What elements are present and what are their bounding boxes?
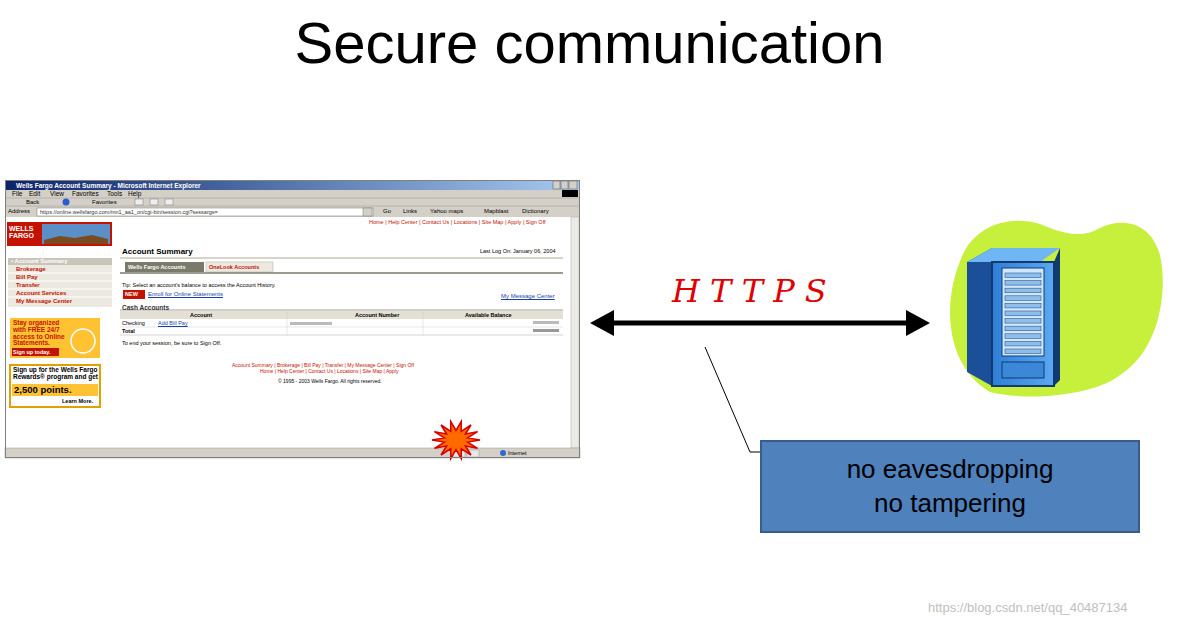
drive-bay [1005, 311, 1041, 316]
ad-button: Sign up today. [13, 349, 50, 355]
table-cell: Total [122, 328, 135, 334]
nav-item: My Message Center [16, 298, 72, 305]
menu-item: File [12, 190, 22, 197]
note: To end your session, be sure to Sign Off… [122, 340, 221, 346]
starburst [432, 421, 480, 458]
drive-bay [1005, 296, 1041, 301]
status-zone: Internet [508, 450, 527, 456]
ad-points: 2,500 points. [14, 385, 72, 396]
drive-bay [1005, 303, 1041, 308]
leader-line [705, 347, 760, 452]
table-cell: Checking [122, 320, 145, 326]
server-icon [950, 221, 1163, 397]
drive-bay [1005, 326, 1041, 331]
tip-text: Tip: Select an account's balance to acce… [122, 282, 276, 288]
nav-item: Bill Pay [16, 274, 38, 281]
callout-text: no eavesdropping no tampering [838, 453, 1063, 521]
link: My Message Center [501, 293, 555, 300]
nav-item: Brokerage [16, 266, 46, 273]
drive-bay [1005, 341, 1041, 346]
footer-links: Account Summary | Brokerage | Bill Pay |… [232, 363, 414, 369]
menu-item: View [50, 190, 64, 197]
drive-bay [1005, 349, 1041, 354]
nav-item: Account Services [16, 290, 66, 297]
copyright: © 1995 - 2003 Wells Fargo. All rights re… [278, 379, 382, 385]
menu-item: Favorites [72, 190, 99, 197]
drive-bay [1005, 273, 1041, 278]
toolbar-button: Favorites [92, 199, 117, 206]
drive-bay [1005, 334, 1041, 339]
new-badge: NEW [125, 291, 138, 297]
menu-item: Help [128, 190, 141, 197]
drive-bay [1005, 319, 1041, 324]
double-arrow [590, 310, 930, 336]
table-header: Available Balance [465, 312, 512, 318]
link: Enroll for Online Statements [148, 291, 223, 298]
link-button: Yahoo maps [430, 208, 463, 215]
page-heading: Account Summary [122, 247, 193, 256]
address-label: Address [8, 208, 30, 215]
tab: Wells Fargo Accounts [128, 264, 185, 270]
nav-item: • Account Summary [11, 258, 68, 265]
url: https://online.wellsfargo.com/mn1_aa1_on… [40, 209, 218, 215]
section-heading: Cash Accounts [122, 304, 169, 311]
logo-text: WELLS FARGO [9, 225, 39, 239]
ad-text: Sign up for the Wells Fargo Rewards® pro… [13, 367, 98, 381]
footer-links: Home | Help Center | Contact Us | Locati… [260, 369, 399, 375]
menu-item: Edit [29, 190, 40, 197]
toolbar-button: Back [26, 199, 39, 206]
table-link: Add Bill Pay [158, 320, 188, 326]
tab: OneLook Accounts [209, 264, 259, 270]
table-header: Account [190, 312, 212, 318]
window-title: Wells Fargo Account Summary - Microsoft … [6, 181, 579, 190]
slide-title: Secure communication [0, 8, 1179, 78]
go-button: Go [383, 208, 391, 215]
nav-item: Transfer [16, 282, 40, 289]
menu-item: Tools [107, 190, 122, 197]
links-label: Links [403, 208, 417, 215]
ad-text: Stay organized with FREE 24/7 access to … [13, 320, 71, 347]
last-logon: Last Log On: January 06, 2004 [480, 248, 556, 254]
link-button: Mapblast [484, 208, 508, 215]
link-button: Dictionary [522, 208, 549, 215]
browser-screenshot [5, 180, 580, 459]
table-header: Account Number [355, 312, 399, 318]
watermark: https://blog.csdn.net/qq_40487134 [928, 601, 1128, 616]
drive-bay [1005, 281, 1041, 286]
protocol-label: HTTPS [672, 272, 837, 310]
drive-bay [1005, 288, 1041, 293]
top-links: Home | Help Center | Contact Us | Locati… [369, 219, 546, 225]
callout-box: no eavesdropping no tampering [760, 440, 1140, 533]
ad-link: Learn More. [62, 398, 93, 404]
